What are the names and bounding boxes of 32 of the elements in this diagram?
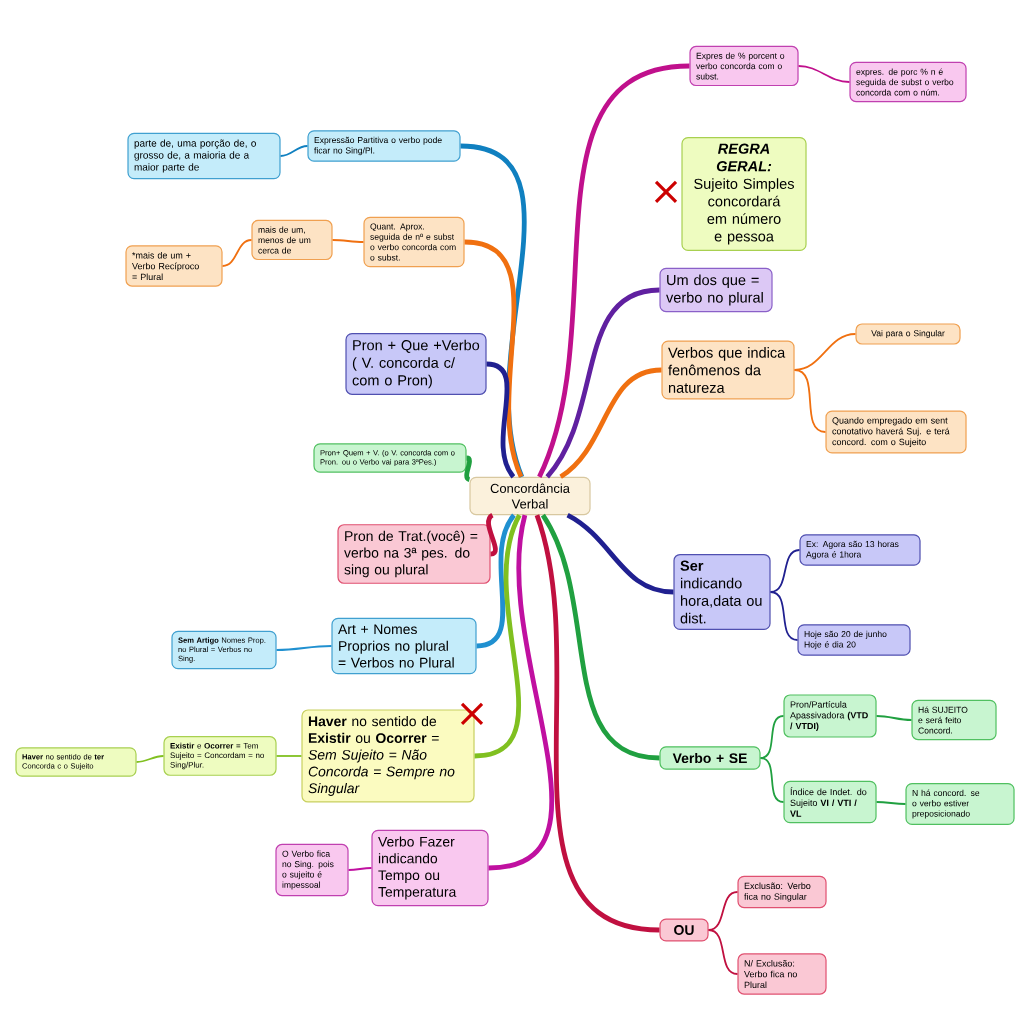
branch-line [275, 645, 333, 651]
branch-line [486, 513, 498, 557]
branch-line [221, 239, 253, 267]
branch-line [875, 715, 913, 721]
branch-line [540, 513, 660, 761]
branch-line [769, 549, 801, 593]
branch-line [331, 239, 365, 243]
branch-line [797, 65, 851, 83]
branch-line [275, 755, 303, 757]
branch-line [464, 239, 524, 478]
branch-line [347, 867, 373, 871]
branch-line [707, 891, 739, 931]
branch-line [537, 63, 690, 478]
branch-line [460, 143, 527, 478]
branch-line [793, 333, 857, 371]
branch-line [759, 715, 785, 759]
branch-line [559, 367, 662, 479]
branch-line [759, 757, 785, 803]
branch-line [476, 513, 516, 649]
branch-line [464, 455, 472, 482]
branch-line [545, 287, 660, 479]
branch-line [279, 145, 309, 157]
branch-line [488, 514, 554, 871]
branch-line [875, 801, 907, 805]
branch-line [486, 361, 516, 479]
branch-line [566, 513, 674, 595]
branch-line [534, 514, 660, 933]
branch-line [793, 369, 827, 433]
branch-line [707, 929, 739, 975]
branch-line [135, 755, 165, 763]
branch-line [769, 591, 799, 641]
branch-line [474, 514, 522, 759]
